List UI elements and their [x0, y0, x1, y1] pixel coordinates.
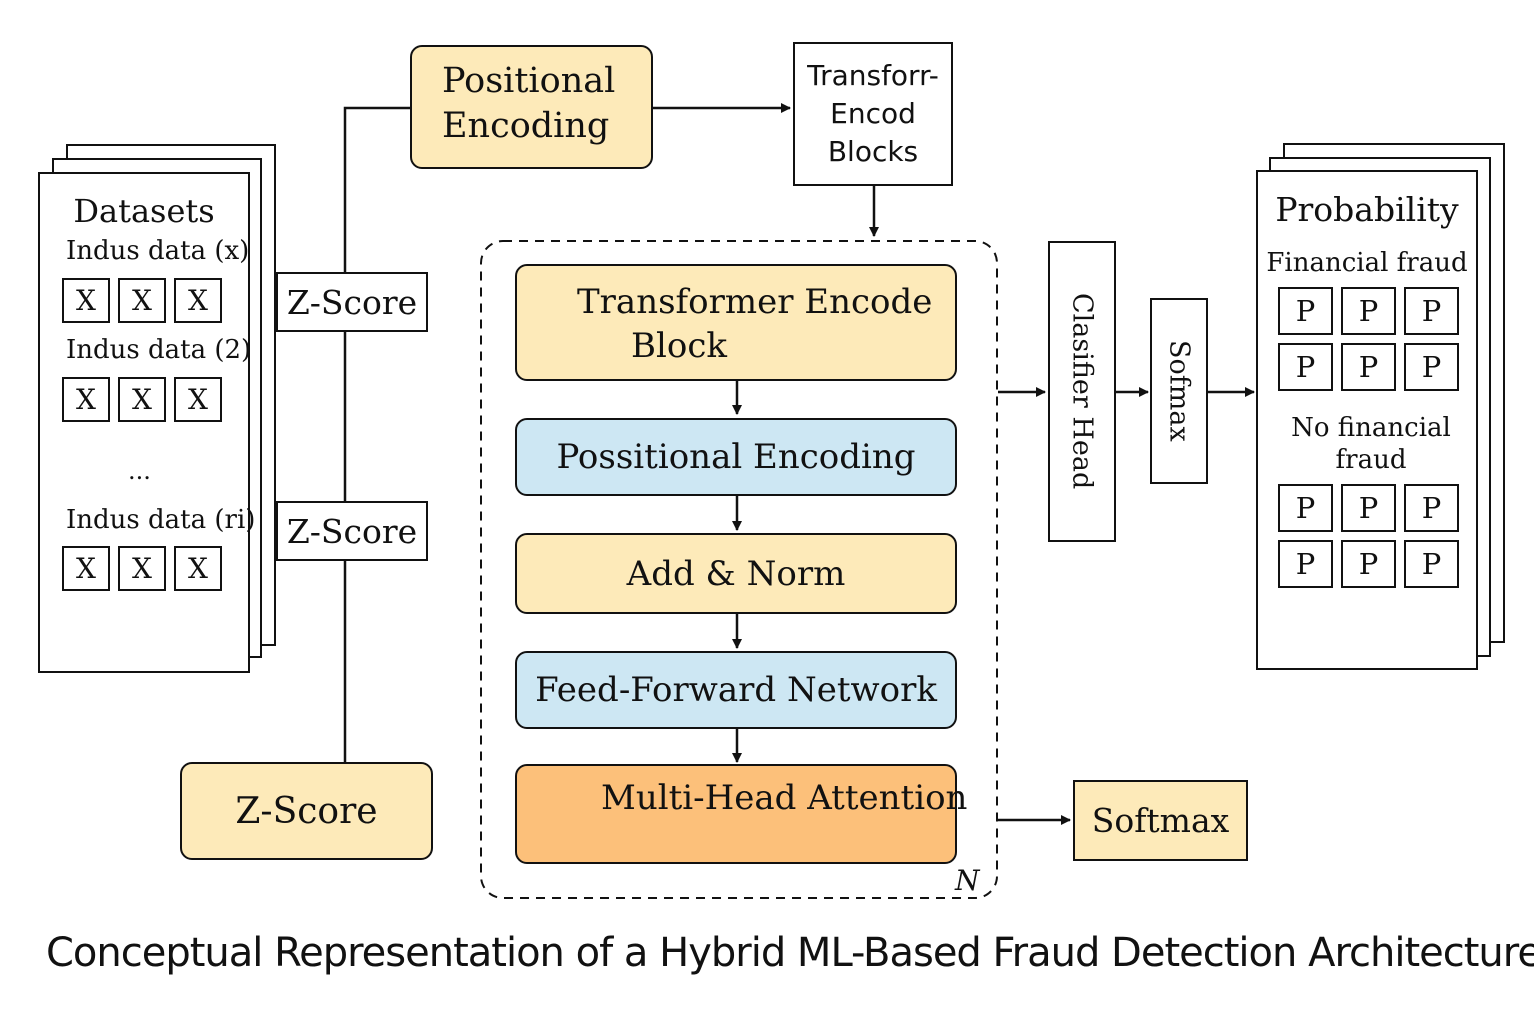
dataset-cell: X: [62, 278, 110, 323]
dataset-cell: X: [118, 546, 166, 591]
zscore-box-3: Z-Score: [180, 762, 433, 860]
feed-forward-block: Feed-Forward Network: [515, 651, 957, 729]
classifier-head-label: Clasifier Head: [1066, 293, 1098, 490]
fraud-prob-cell: P: [1404, 287, 1459, 335]
fraud-prob-cell: P: [1278, 343, 1333, 391]
dataset-cell: X: [174, 546, 222, 591]
transformer-blocks-line3: Blocks: [827, 135, 919, 168]
dataset-cell: X: [62, 546, 110, 591]
transformer-encode-block-line1: Transformer Encode: [577, 282, 933, 322]
add-norm-block: Add & Norm: [515, 533, 957, 614]
positional-encoding-box: Positional Encoding: [410, 45, 653, 169]
softmax-bottom-box: Softmax: [1073, 780, 1248, 861]
probability-title: Probability: [1275, 190, 1459, 229]
financial-fraud-label: Financial fraud: [1266, 248, 1468, 278]
no-fraud-prob-cell: P: [1341, 484, 1396, 532]
transformer-encode-block-line2: Block: [631, 326, 727, 366]
possitional-encoding-block: Possitional Encoding: [515, 418, 957, 496]
zscore-box-2: Z-Score: [276, 501, 428, 561]
spine-line: [343, 106, 410, 762]
repeat-n-label: N: [955, 864, 980, 897]
zscore-box-1: Z-Score: [276, 272, 428, 332]
fraud-prob-cell: P: [1278, 287, 1333, 335]
no-fraud-prob-cell: P: [1278, 540, 1333, 588]
dataset-label-1: Indus data (x): [66, 236, 250, 266]
positional-encoding-line1: Positional: [442, 61, 616, 101]
no-fraud-label-line2: fraud: [1335, 445, 1407, 475]
fraud-prob-cell: P: [1341, 343, 1396, 391]
no-fraud-prob-cell: P: [1341, 540, 1396, 588]
dataset-cell: X: [174, 278, 222, 323]
no-fraud-label-line1: No financial: [1291, 413, 1451, 443]
dataset-cell: X: [118, 377, 166, 422]
classifier-head-box: Clasifier Head: [1048, 241, 1116, 542]
fraud-prob-cell: P: [1404, 343, 1459, 391]
softmax-vertical-box: Sofmax: [1150, 298, 1208, 484]
diagram-caption: Conceptual Representation of a Hybrid ML…: [46, 930, 1534, 976]
probability-card: Probability Financial fraud P P P P P P …: [1256, 170, 1478, 670]
transformer-blocks-box: Transforr- Encod Blocks: [793, 42, 953, 186]
no-fraud-prob-cell: P: [1404, 540, 1459, 588]
positional-encoding-line2: Encoding: [442, 106, 610, 146]
dataset-ellipsis: ...: [128, 457, 151, 485]
dataset-cell: X: [118, 278, 166, 323]
no-fraud-prob-cell: P: [1404, 484, 1459, 532]
multi-head-attention-block: Multi-Head Attention: [515, 764, 967, 864]
datasets-card: Datasets Indus data (x) X X X Indus data…: [38, 172, 255, 673]
softmax-vertical-label: Sofmax: [1163, 340, 1195, 442]
dataset-label-3: Indus data (ri): [66, 505, 256, 535]
dataset-label-2: Indus data (2): [66, 335, 252, 365]
dataset-cell: X: [62, 377, 110, 422]
multi-head-attention-label: Multi-Head Attention: [601, 778, 968, 818]
fraud-prob-cell: P: [1341, 287, 1396, 335]
no-fraud-prob-cell: P: [1278, 484, 1333, 532]
transformer-blocks-line1: Transforr-: [807, 59, 939, 92]
transformer-encode-block: Transformer Encode Block: [515, 264, 957, 381]
dataset-cell: X: [174, 377, 222, 422]
datasets-title: Datasets: [73, 192, 215, 230]
transformer-blocks-line2: Encod: [830, 97, 916, 130]
